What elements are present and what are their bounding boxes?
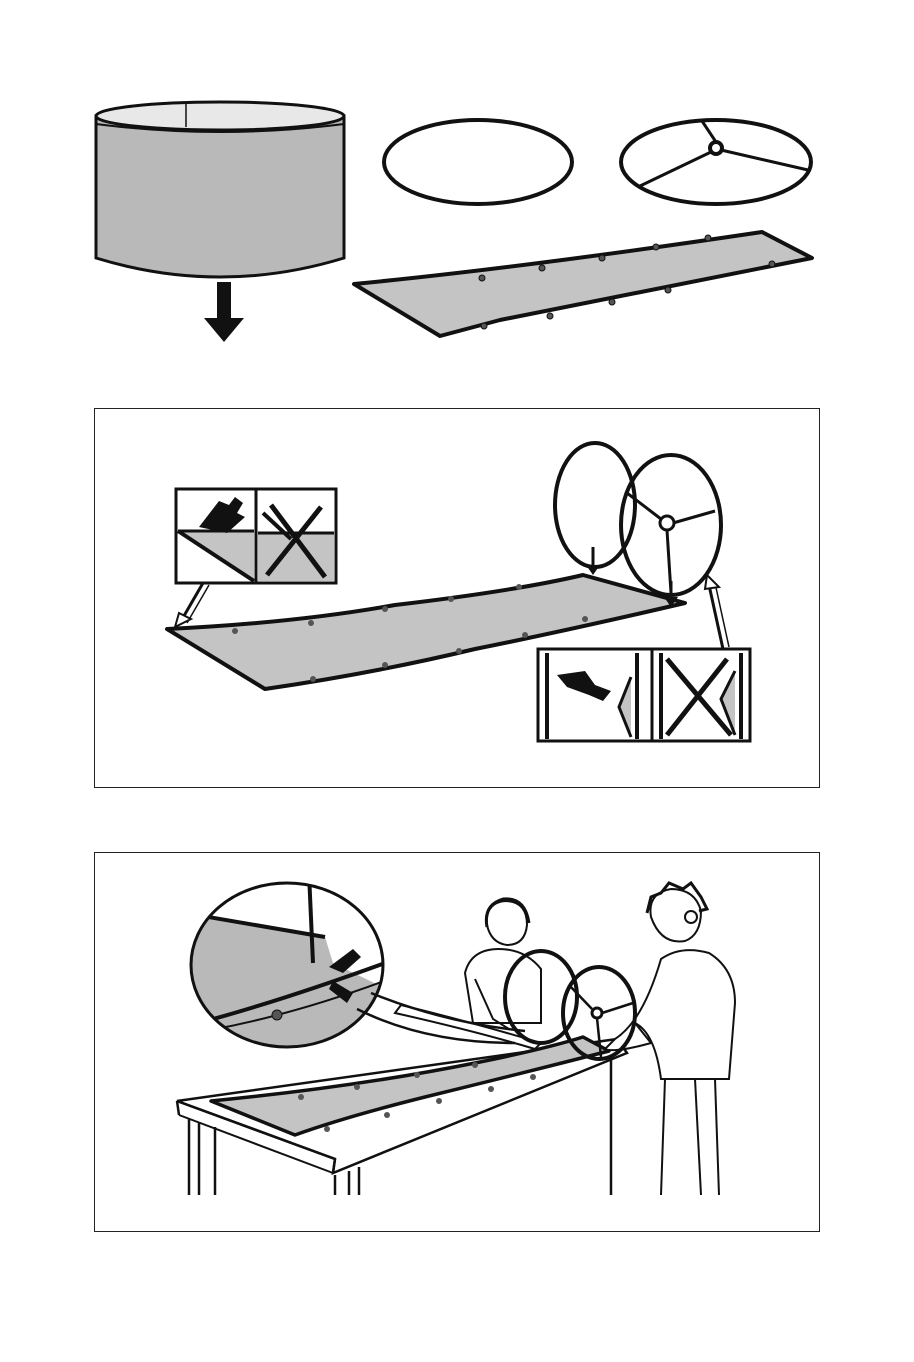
plain-ring	[384, 120, 572, 204]
step-2-panel	[94, 408, 820, 788]
fabric-panel	[354, 232, 812, 336]
assembled-shade	[96, 102, 344, 277]
man-figure	[605, 883, 735, 1195]
inset-left	[175, 489, 336, 627]
down-arrow	[204, 282, 244, 342]
step-3-panel	[94, 852, 820, 1232]
step-1-illustration	[0, 0, 914, 360]
woman-figure	[465, 899, 541, 1029]
spoked-ring	[621, 120, 811, 204]
